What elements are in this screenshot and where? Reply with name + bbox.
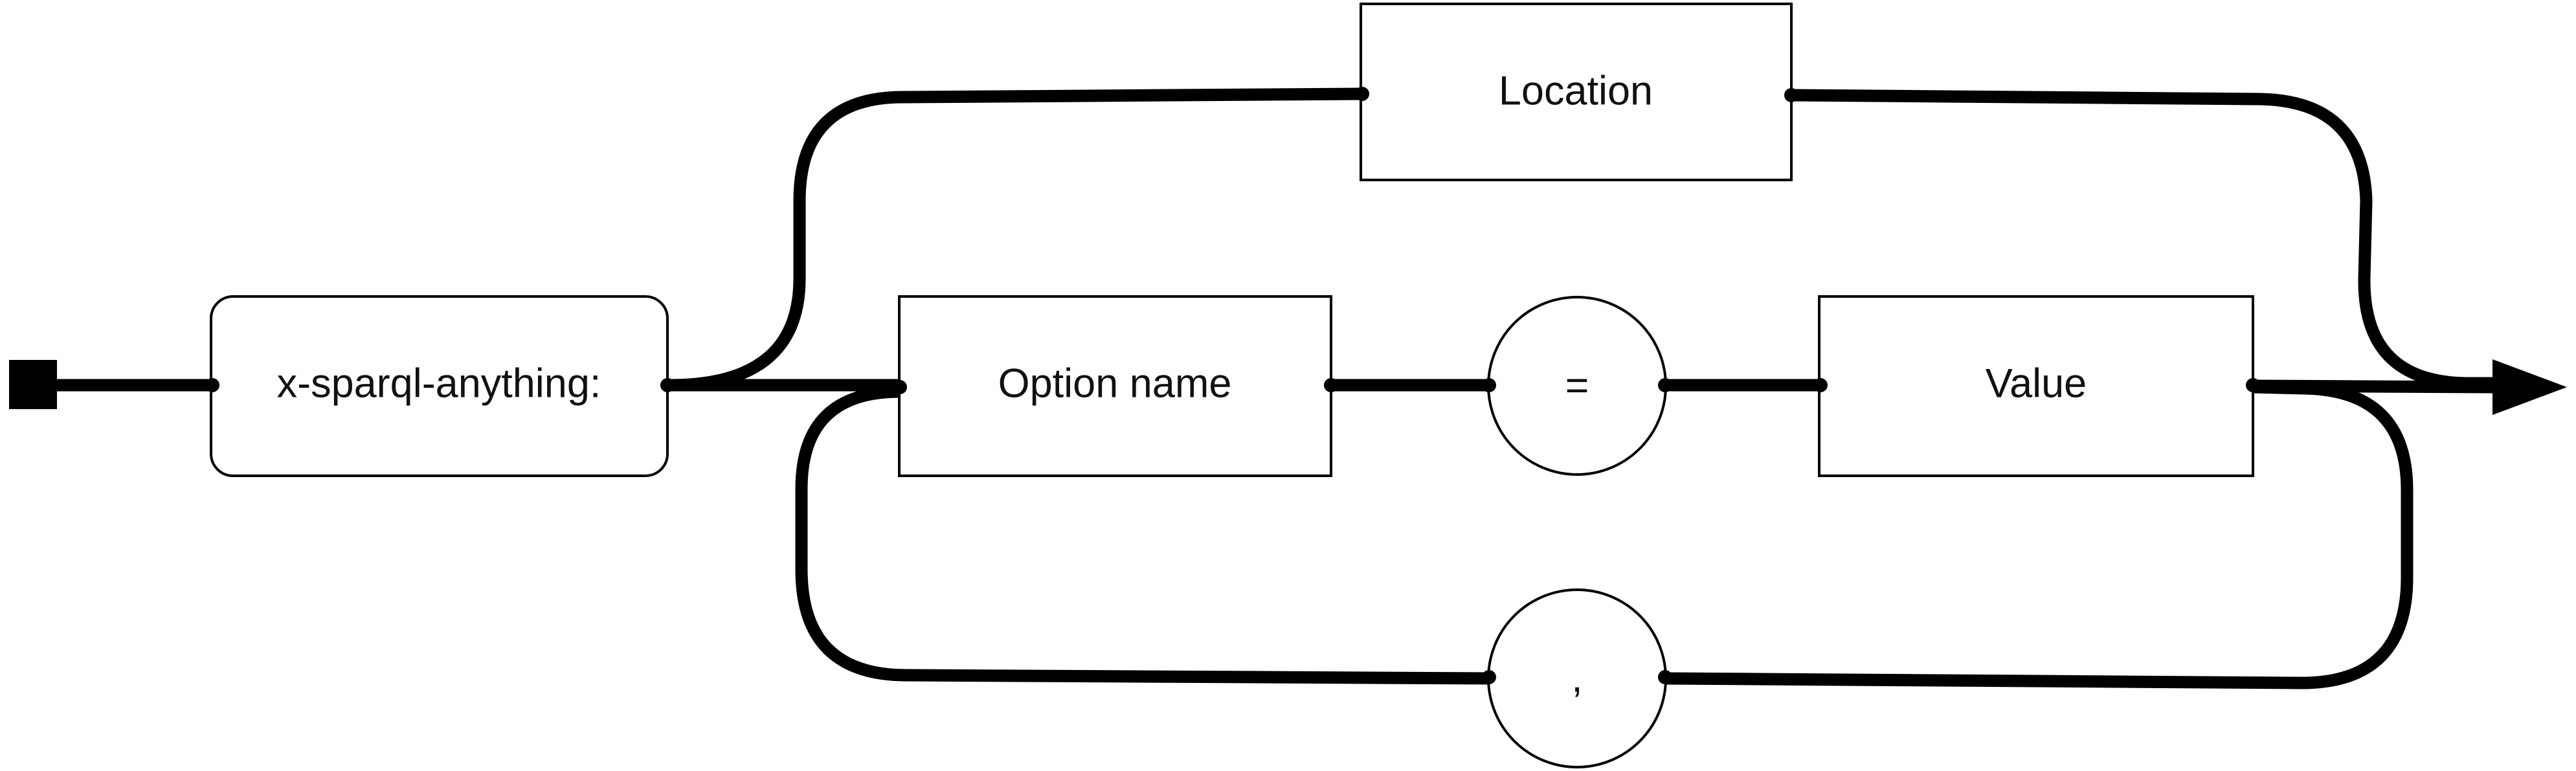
terminal-node: x-sparql-anything: (210, 295, 669, 477)
value-label: Value (1986, 361, 2087, 407)
repeat-loop-track (795, 385, 1495, 685)
location-exit-track (1785, 89, 2505, 390)
value-node: Value (1818, 295, 2254, 477)
equals-label: = (1565, 363, 1589, 408)
location-label: Location (1499, 69, 1653, 114)
location-node: Location (1360, 3, 1793, 181)
comma-node: , (1487, 588, 1667, 768)
option-name-label: Option name (998, 361, 1232, 407)
location-branch-track (664, 87, 1369, 392)
diagram-tracks (49, 87, 2509, 689)
comma-label: , (1571, 656, 1583, 701)
terminal-label: x-sparql-anything: (277, 361, 601, 407)
start-marker (9, 360, 57, 409)
option-name-node: Option name (898, 295, 1332, 477)
connector-dots (205, 87, 2260, 684)
repeat-loop-return-track (1659, 381, 2414, 689)
equals-node: = (1487, 296, 1667, 476)
end-arrow-icon (2492, 359, 2567, 415)
